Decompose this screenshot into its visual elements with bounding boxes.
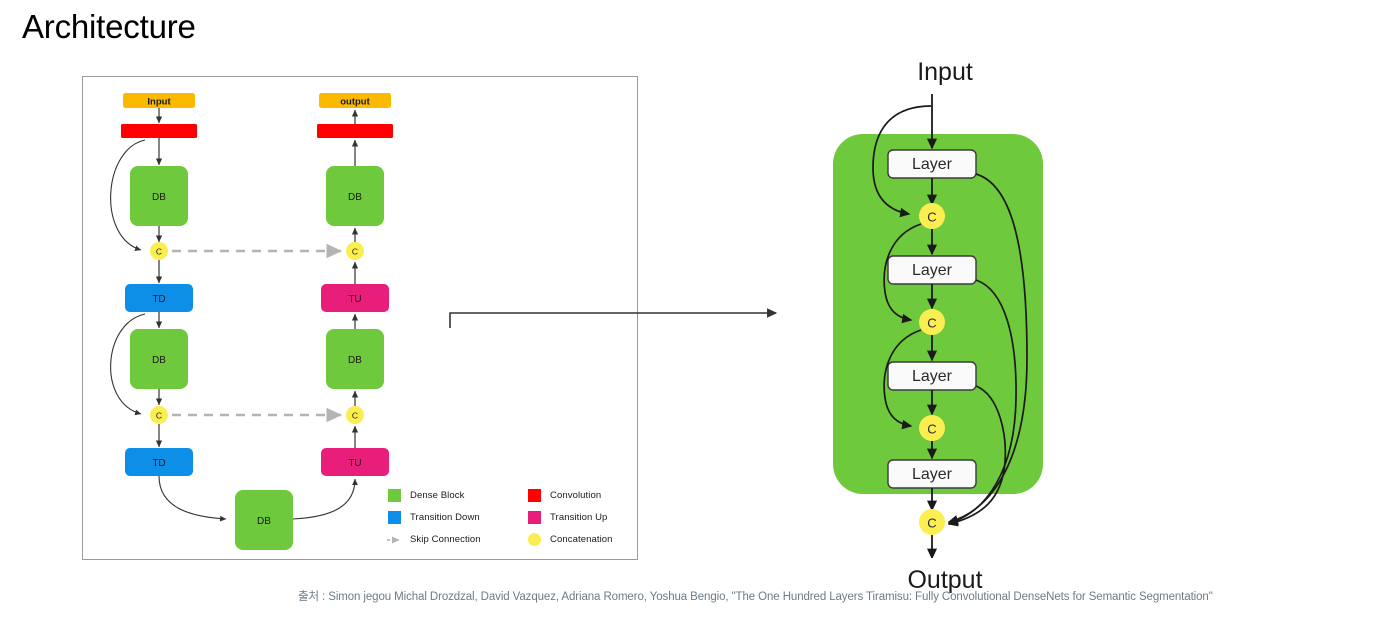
- legend-label-dense-block: Dense Block: [410, 489, 465, 501]
- left-dense-block-2: [130, 329, 188, 389]
- dense-block-concat-4: [919, 509, 945, 535]
- left-convolution-bar: [121, 124, 197, 138]
- transition-up-swatch-icon: [528, 510, 541, 524]
- left-input-label: Input: [147, 97, 171, 108]
- dense-block-detail-svg: Layer C Layer C Layer C Layer C: [833, 94, 1043, 558]
- dense-block-input-label: Input: [917, 58, 973, 86]
- dense-block-input-skip-curve: [872, 105, 932, 218]
- left-bottleneck-out-curve: [292, 478, 358, 520]
- legend-label-transition-down: Transition Down: [410, 511, 480, 523]
- left-transition-down-2-label: TD: [152, 458, 165, 469]
- dense-block-layer-3-label: Layer: [912, 368, 953, 385]
- zoom-callout-connector: [440, 290, 790, 335]
- legend-column-right: Convolution Transition Up Concatenation: [528, 484, 648, 550]
- left-decoder-concat-1: [346, 242, 364, 260]
- left-decoder-dense-block-1-label: DB: [348, 192, 362, 203]
- dense-block-concat-3: [919, 415, 945, 441]
- dense-block-layer-4-label: Layer: [912, 466, 953, 483]
- dense-block-concat-1: [919, 203, 945, 229]
- skip-connection-arrow-icon: [387, 533, 401, 546]
- dense-block-swatch-icon: [388, 488, 401, 502]
- legend-item-convolution: Convolution: [528, 484, 648, 506]
- page-title: Architecture: [22, 8, 196, 45]
- left-bottleneck-in-curve: [158, 475, 227, 522]
- left-input-box: [123, 93, 195, 108]
- left-decoder-dense-block-1: [326, 166, 384, 226]
- legend-item-transition-up: Transition Up: [528, 506, 648, 528]
- dense-block-left-skip-2: [883, 329, 922, 430]
- legend-item-dense-block: Dense Block: [388, 484, 508, 506]
- left-decoder-concat-2-label: C: [352, 411, 358, 421]
- legend-item-skip-connection: Skip Connection: [387, 528, 508, 550]
- left-dense-block-2-label: DB: [152, 355, 166, 366]
- legend-label-skip-connection: Skip Connection: [410, 533, 481, 545]
- left-transition-down-2: [125, 448, 193, 476]
- left-transition-up-2: [321, 448, 389, 476]
- left-output-convolution-bar: [317, 124, 393, 138]
- left-output-box: [319, 93, 391, 108]
- dense-block-layer-2-label: Layer: [912, 262, 953, 279]
- citation-text: 출처 : Simon jegou Michal Drozdzal, David …: [298, 591, 1213, 603]
- legend-column-left: Dense Block Transition Down Skip Connect…: [387, 484, 508, 550]
- left-transition-down-1-label: TD: [152, 294, 165, 305]
- legend-item-concatenation: Concatenation: [528, 528, 648, 550]
- dense-block-concat-2-label: C: [927, 316, 936, 331]
- dense-block-left-skip-1: [883, 223, 922, 324]
- legend-label-convolution: Convolution: [550, 489, 602, 501]
- left-concat-1: [150, 242, 168, 260]
- dense-block-concat-1-label: C: [927, 210, 936, 225]
- dense-block-right-skip-2: [947, 279, 1017, 526]
- concatenation-swatch-icon: [528, 532, 541, 546]
- dense-block-concat-4-label: C: [927, 516, 936, 531]
- dense-block-concat-3-label: C: [927, 422, 936, 437]
- left-transition-up-2-label: TU: [348, 458, 361, 469]
- left-transition-down-1: [125, 284, 193, 312]
- left-decoder-dense-block-2: [326, 329, 384, 389]
- left-dense-block-1: [130, 166, 188, 226]
- left-residual-curve-2: [110, 313, 146, 416]
- left-architecture-panel: Input DB C TD DB C TD: [82, 76, 638, 560]
- dense-block-output-label: Output: [907, 566, 983, 594]
- left-transition-up-1: [321, 284, 389, 312]
- left-residual-curve-1: [110, 139, 146, 252]
- left-bottleneck-dense-block-label: DB: [257, 516, 271, 527]
- legend: Dense Block Transition Down Skip Connect…: [387, 484, 628, 552]
- legend-label-concatenation: Concatenation: [550, 533, 613, 545]
- left-concat-1-label: C: [156, 247, 162, 257]
- left-concat-2-label: C: [156, 411, 162, 421]
- left-bottleneck-dense-block: [235, 490, 293, 550]
- left-dense-block-1-label: DB: [152, 192, 166, 203]
- dense-block-right-skip-3: [947, 385, 1007, 527]
- left-decoder-dense-block-2-label: DB: [348, 355, 362, 366]
- dense-block-detail-diagram: Input Output Layer C Layer C: [795, 58, 1095, 594]
- left-concat-2: [150, 406, 168, 424]
- convolution-swatch-icon: [528, 488, 541, 502]
- dense-block-layer-1-label: Layer: [912, 156, 953, 173]
- legend-label-transition-up: Transition Up: [550, 511, 608, 523]
- left-transition-up-1-label: TU: [348, 294, 361, 305]
- legend-item-transition-down: Transition Down: [388, 506, 508, 528]
- left-decoder-concat-2: [346, 406, 364, 424]
- left-decoder-concat-1-label: C: [352, 247, 358, 257]
- left-output-label: output: [340, 97, 370, 108]
- transition-down-swatch-icon: [388, 510, 401, 524]
- dense-block-concat-2: [919, 309, 945, 335]
- left-architecture-diagram: Input DB C TD DB C TD: [110, 93, 393, 550]
